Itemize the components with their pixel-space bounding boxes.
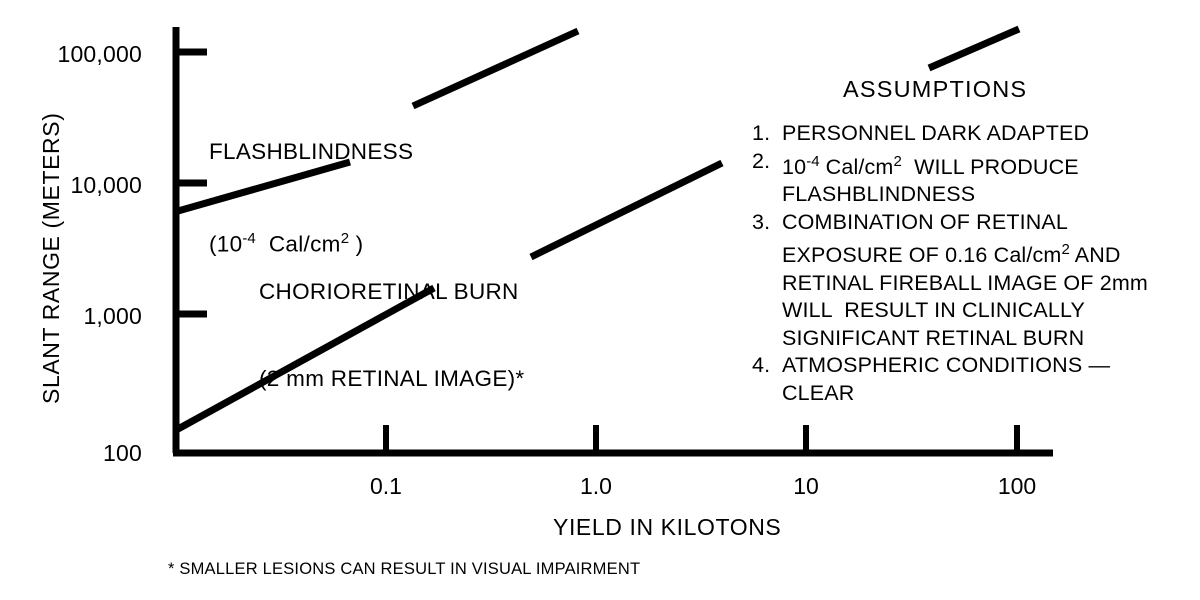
assumption-3-dose-exponent: 2: [1061, 241, 1070, 259]
assumption-item-2: 2. 10-4 Cal/cm2 WILL PRODUCE FLASHBLINDN…: [752, 148, 1172, 209]
curve-label-flashblindness-line2: (10-4 Cal/cm2 ): [209, 224, 413, 259]
assumption-3-line-4: WILL RESULT IN CLINICALLY: [782, 298, 1085, 323]
assumption-body-3: COMBINATION OF RETINAL EXPOSURE OF 0.16 …: [782, 209, 1172, 353]
flash-units-prefix: (10: [209, 231, 243, 257]
assumption-number-4: 4.: [752, 353, 771, 378]
series-chorioretinal-segment-2: [529, 159, 724, 261]
y-tick-label-10000: 10,000: [70, 172, 142, 198]
y-tick-label-1000: 1,000: [83, 303, 142, 329]
assumption-3-dose-prefix: EXPOSURE OF 0.16 Cal/cm: [782, 243, 1062, 268]
assumption-2-dose-exponent-2: 2: [893, 152, 902, 170]
assumption-item-4: 4. ATMOSPHERIC CONDITIONS — CLEAR: [752, 352, 1172, 407]
footnote: * SMALLER LESIONS CAN RESULT IN VISUAL I…: [168, 560, 641, 578]
assumption-item-1: 1. PERSONNEL DARK ADAPTED: [752, 120, 1172, 148]
assumption-number-1: 1.: [752, 121, 771, 145]
series-flashblindness-segment-1: [177, 158, 351, 215]
y-axis-title: SLANT RANGE (METERS): [38, 112, 64, 404]
flash-units-exponent: -4: [242, 230, 256, 247]
series-flashblindness-segment-3: [927, 25, 1021, 72]
flash-units-mid: Cal/cm: [255, 231, 341, 257]
assumption-3-line-5: SIGNIFICANT RETINAL BURN: [782, 325, 1085, 350]
series-flashblindness-segment-2: [411, 27, 580, 110]
x-tick-label-1-0: 1.0: [580, 473, 612, 499]
assumption-number-3: 3.: [752, 209, 771, 234]
assumption-body-1: PERSONNEL DARK ADAPTED: [782, 120, 1172, 148]
assumption-number-2: 2.: [752, 148, 771, 173]
assumption-1-line-1: PERSONNEL DARK ADAPTED: [782, 121, 1090, 145]
assumption-item-3: 3. COMBINATION OF RETINAL EXPOSURE OF 0.…: [752, 209, 1172, 353]
curve-label-flashblindness-line1: FLASHBLINDNESS: [209, 139, 414, 164]
x-tick-label-10: 10: [793, 473, 819, 499]
curve-label-chorioretinal: CHORIORETINAL BURN (2 mm RETINAL IMAGE)*: [259, 219, 525, 451]
x-axis-title: YIELD IN KILOTONS: [553, 514, 782, 540]
assumption-2-line-2: FLASHBLINDNESS: [782, 182, 976, 207]
x-tick-label-100: 100: [997, 473, 1037, 499]
assumption-2-dose-prefix: 10: [782, 154, 807, 179]
assumption-3-line-3: RETINAL FIREBALL IMAGE OF 2mm: [782, 270, 1148, 295]
assumption-3-line-1: COMBINATION OF RETINAL: [782, 209, 1069, 234]
assumptions-list: 1. PERSONNEL DARK ADAPTED 2. 10-4 Cal/cm…: [752, 120, 1172, 407]
series-chorioretinal-segment-1: [176, 284, 436, 433]
curve-label-flashblindness: FLASHBLINDNESS (10-4 Cal/cm2 ): [209, 79, 413, 317]
curve-label-chorioretinal-line2: (2 mm RETINAL IMAGE)*: [259, 366, 525, 391]
assumptions-title: ASSUMPTIONS: [843, 76, 1028, 102]
assumption-3-line-2: EXPOSURE OF 0.16 Cal/cm2 AND: [782, 236, 1172, 270]
x-tick-label-0-1: 0.1: [370, 473, 402, 499]
flash-units-exponent-2: 2: [340, 230, 350, 247]
assumption-4-line-1: ATMOSPHERIC CONDITIONS —: [782, 353, 1111, 378]
assumption-3-dose-suffix: AND: [1069, 243, 1121, 268]
y-tick-label-100000: 100,000: [57, 41, 142, 67]
curve-label-chorioretinal-line1: CHORIORETINAL BURN: [259, 279, 519, 304]
assumption-4-line-2: CLEAR: [782, 380, 855, 405]
assumption-2-dose-exponent: -4: [806, 152, 820, 170]
assumption-2-line-1: 10-4 Cal/cm2 WILL PRODUCE: [782, 148, 1172, 182]
assumption-body-2: 10-4 Cal/cm2 WILL PRODUCE FLASHBLINDNESS: [782, 148, 1172, 209]
assumption-2-dose-mid: Cal/cm: [819, 154, 894, 179]
y-tick-label-100: 100: [103, 440, 142, 466]
assumption-body-4: ATMOSPHERIC CONDITIONS — CLEAR: [782, 352, 1172, 407]
flash-units-suffix: ): [349, 231, 364, 257]
assumption-2-dose-suffix: WILL PRODUCE: [901, 154, 1079, 179]
